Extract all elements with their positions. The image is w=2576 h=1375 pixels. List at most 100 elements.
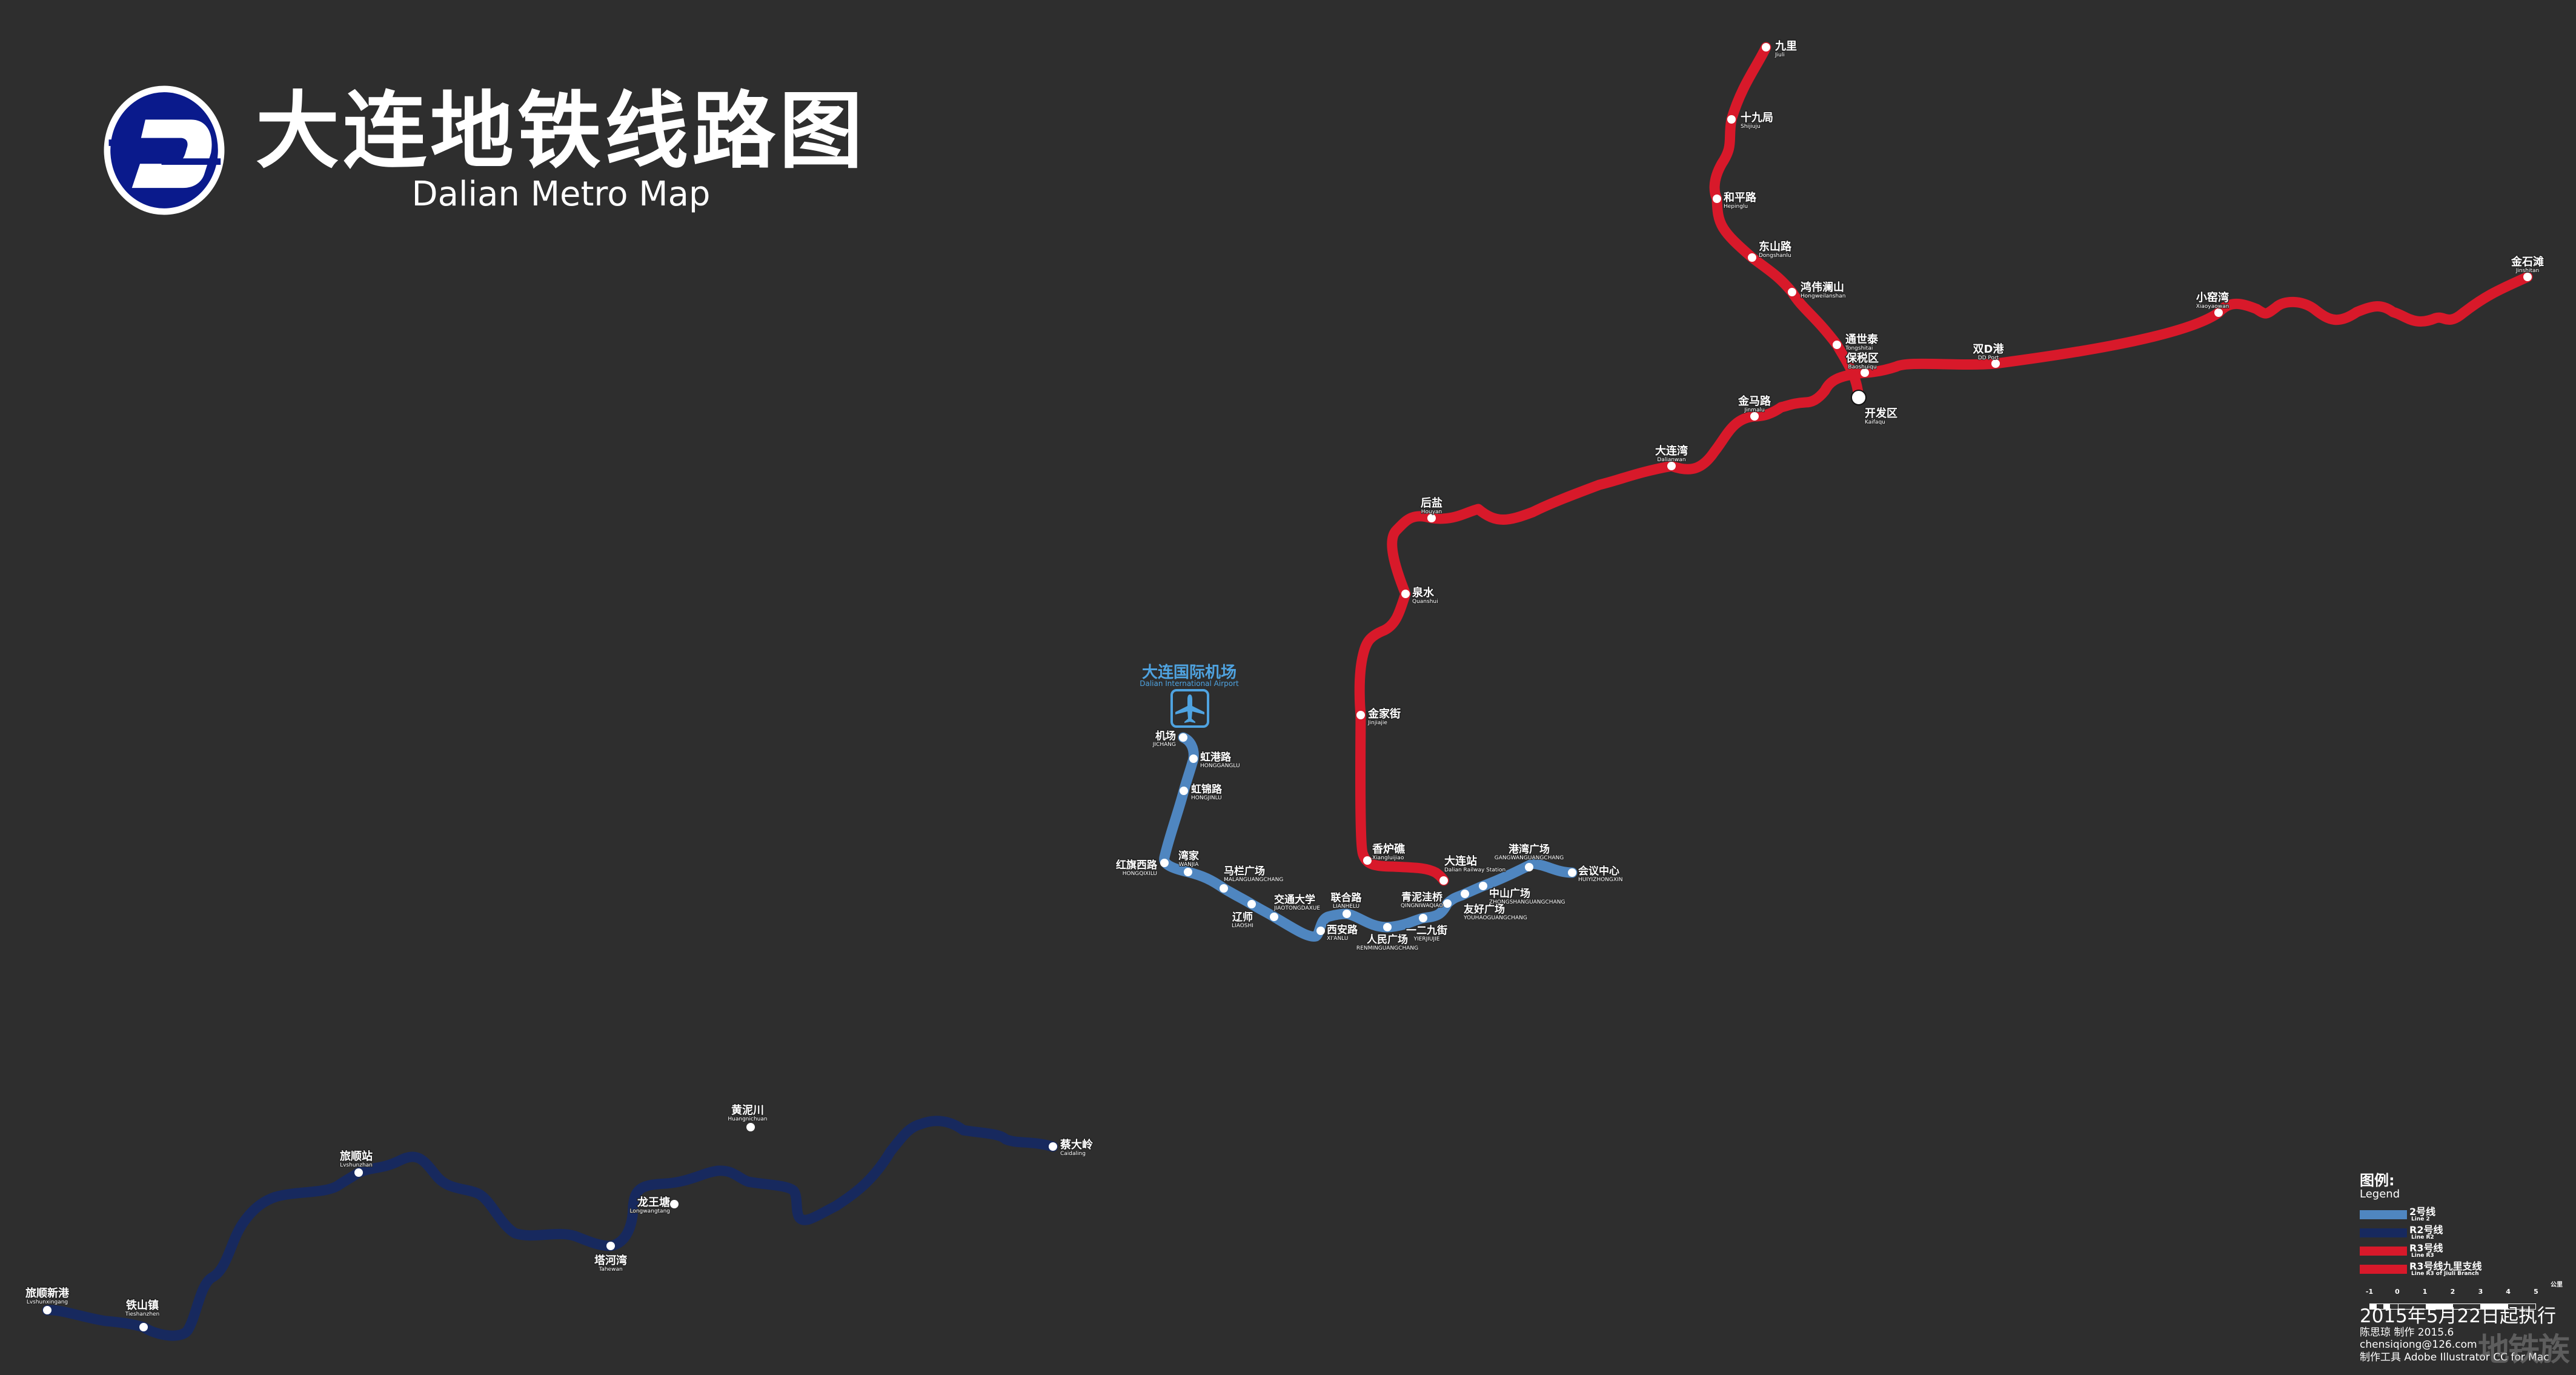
station-dot[interactable] [1270,913,1278,921]
station-dot[interactable] [1184,868,1192,876]
station-dot[interactable] [1363,856,1372,865]
station-dot[interactable] [1748,253,1756,262]
station-dot[interactable] [1861,368,1869,377]
scale-tick-label: 0 [2395,1288,2400,1296]
station-dot[interactable] [746,1123,755,1131]
station-name-en: LIANHELU [1333,904,1359,910]
station-dot[interactable] [1049,1142,1057,1151]
station-dot[interactable] [1833,341,1841,349]
station-dot[interactable] [1316,927,1325,935]
station-dot[interactable] [43,1306,51,1314]
station-dot[interactable] [1419,914,1427,922]
station-dot[interactable] [1461,890,1469,898]
station-dot[interactable] [1220,884,1228,893]
legend-label-en: Line R2 [2411,1234,2434,1240]
station-dot[interactable] [2214,308,2223,317]
station-dot[interactable] [1788,288,1796,296]
station-dot[interactable] [139,1323,148,1331]
airport-marker[interactable]: 大连国际机场 Dalian International Airport [1140,664,1239,728]
station-dot[interactable] [1439,876,1448,885]
station-dot[interactable] [2523,273,2532,281]
station-name-en: Lvshunzhan [340,1162,373,1168]
station-dot[interactable] [1991,359,2000,368]
station-dot[interactable] [354,1168,363,1177]
station-dot[interactable] [1667,462,1676,470]
station-dot[interactable] [1343,910,1351,918]
station-dot[interactable] [1160,859,1169,867]
interchange-station-dot[interactable] [1851,390,1867,405]
station-dot[interactable] [1383,923,1392,931]
station-name-en: YIERJIUJIE [1413,936,1440,942]
station-dot[interactable] [1568,868,1576,877]
legend-swatch-r2 [2360,1228,2407,1237]
station-dot[interactable] [1401,590,1410,598]
legend-swatch-line2 [2360,1210,2407,1219]
station-dot[interactable] [1356,711,1365,719]
station-dot[interactable] [1479,882,1487,890]
metro-line-R2[interactable] [42,1116,1058,1341]
station-name-cn: 交通大学 [1274,893,1315,906]
station-dot[interactable] [670,1200,679,1208]
station-dot[interactable] [1525,863,1533,871]
station-name-cn: 龙王塘 [637,1196,670,1209]
station-dot[interactable] [1443,899,1452,908]
station-dot[interactable] [606,1242,615,1250]
station-dot[interactable] [1189,754,1198,763]
station-dot[interactable] [1750,412,1759,421]
station-dot[interactable] [1247,900,1256,908]
station-name-en: Quanshui [1412,599,1438,605]
station-dot[interactable] [1762,43,1770,52]
author-credit: 陈思琼 制作 2015.6 [2360,1327,2454,1339]
station-dot[interactable] [1427,514,1436,522]
station-dot[interactable] [1713,195,1721,203]
station-name-en: JICHANG [1152,742,1176,748]
station-dot[interactable] [1727,115,1736,124]
station-dot[interactable] [1179,733,1187,742]
station-name-cn: 后盐 [1421,496,1442,510]
station-dot[interactable] [1180,787,1188,795]
station-name-cn: 蔡大岭 [1060,1138,1093,1151]
